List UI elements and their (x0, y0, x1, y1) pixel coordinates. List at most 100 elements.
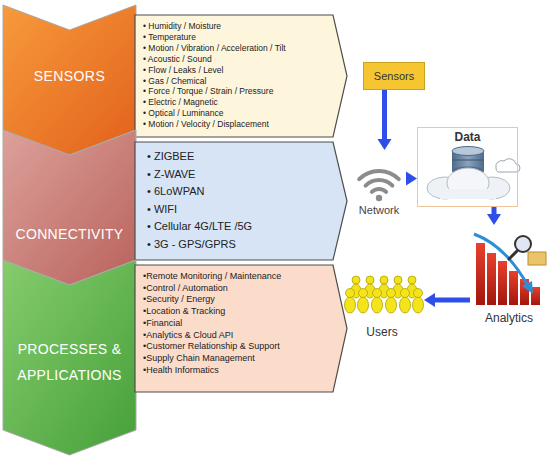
list-item: • Temperature (143, 32, 329, 43)
list-item: •Customer Relationship & Support (143, 341, 329, 353)
person-head (414, 289, 423, 298)
list-item: • Optical / Luminance (143, 108, 329, 119)
person-head (359, 289, 368, 298)
chart-bar (498, 261, 507, 305)
chevron-shape (3, 260, 136, 455)
flow-arrow (378, 90, 392, 150)
person-head (346, 289, 355, 298)
list-item: • 3G - GPS/GPRS (147, 236, 329, 254)
box-label: Data (418, 130, 517, 145)
icon-label: Network (352, 204, 406, 217)
arrow-head (487, 214, 501, 225)
list-item: • Gas / Chemical (143, 76, 329, 87)
icon-label: Analytics (470, 311, 548, 326)
list-item: •Security / Energy (143, 294, 329, 306)
wifi-arc (372, 189, 386, 192)
wifi-dot (376, 195, 382, 201)
person-body (372, 297, 383, 313)
arrow-shaft (406, 176, 407, 181)
list-item: •Analytics & Cloud API (143, 330, 329, 342)
list-item: • Motion / Vibration / Acceleration / Ti… (143, 43, 329, 54)
database-top (452, 147, 484, 156)
list-item: • Electric / Magnetic (143, 97, 329, 108)
list-item: • WIFI (147, 201, 329, 219)
person-head (380, 276, 388, 284)
arrow-head (406, 172, 417, 186)
list-item: • Humidity / Moisture (143, 21, 329, 32)
folder-icon (528, 252, 546, 265)
person-head (352, 276, 360, 284)
chevron-outline (3, 130, 136, 285)
database-ring (452, 160, 484, 161)
list-item: • ZIGBEE (147, 148, 329, 166)
applications-list-box: •Remote Monitoring / Maintenance•Control… (135, 265, 347, 392)
cloud-outline (496, 159, 520, 172)
list-item: •Financial (143, 318, 329, 330)
box-outline (135, 265, 347, 392)
text-block: • Humidity / Moisture• Temperature• Moti… (143, 21, 329, 130)
band-label: SENSORS (3, 67, 136, 85)
list-item: •Health Informatics (143, 365, 329, 377)
chart-bar (509, 271, 518, 305)
person-body (345, 297, 356, 313)
chart-bar (476, 243, 485, 305)
list-item: • Z-WAVE (147, 166, 329, 184)
cloud-base (440, 189, 496, 199)
arrow-head (378, 139, 392, 150)
person-head (401, 289, 410, 298)
text-block: Sensors (364, 69, 424, 83)
wifi-arc (359, 171, 399, 179)
person-body (386, 297, 397, 313)
chevron-outline (3, 5, 136, 155)
data-box: Data (417, 127, 518, 207)
person-body (413, 297, 424, 313)
person-head (366, 276, 374, 284)
arrow-shaft (434, 298, 470, 303)
list-item: •Supply Chain Management (143, 353, 329, 365)
connectivity-list-box: • ZIGBEE• Z-WAVE• 6LoWPAN• WIFI• Cellula… (135, 142, 347, 260)
list-item: •Control / Automation (143, 283, 329, 295)
text-block: CONNECTIVITY (3, 225, 136, 243)
wifi-arc (366, 180, 393, 186)
person-head (394, 276, 402, 284)
text-block: Users (340, 325, 424, 340)
list-item: • Flow / Leaks / Level (143, 65, 329, 76)
chevron-outline (3, 260, 136, 455)
magnifier-lens (515, 236, 531, 252)
list-item: • Acoustic / Sound (143, 54, 329, 65)
trend-arrowhead (522, 281, 533, 294)
person-head (373, 289, 382, 298)
arrow-shaft (382, 90, 387, 140)
network-node: Network (352, 150, 406, 218)
icon-label: Users (340, 325, 424, 340)
list-item: • Motion / Velocity / Displacement (143, 119, 329, 130)
sensors-box: Sensors (363, 62, 425, 90)
list-item: • 6LoWPAN (147, 183, 329, 201)
text-block: •Remote Monitoring / Maintenance•Control… (143, 271, 329, 376)
arrow-shaft (492, 207, 497, 215)
text-block: PROCESSES & APPLICATIONS (3, 336, 136, 388)
flow-arrow (406, 172, 417, 186)
processes-chevron: PROCESSES & APPLICATIONS (3, 260, 136, 455)
flow-arrow (487, 207, 501, 225)
flow-arrow (424, 293, 470, 307)
arrow-head (424, 293, 435, 307)
person-body (358, 297, 369, 313)
box-outline (135, 142, 347, 260)
sensors-chevron: SENSORS (3, 5, 136, 155)
band-label: PROCESSES & APPLICATIONS (3, 336, 136, 388)
band-label: CONNECTIVITY (3, 225, 136, 243)
chart-bar (487, 253, 496, 305)
text-block: • ZIGBEE• Z-WAVE• 6LoWPAN• WIFI• Cellula… (147, 148, 329, 253)
text-block: Data (418, 130, 517, 145)
person-body (400, 297, 411, 313)
box-label: Sensors (364, 69, 424, 83)
analytics-node: Analytics (470, 225, 548, 328)
magnifier-handle (509, 251, 517, 259)
connectivity-chevron: CONNECTIVITY (3, 130, 136, 285)
list-item: • Cellular 4G/LTE /5G (147, 218, 329, 236)
text-block: Network (352, 204, 406, 217)
list-item: •Remote Monitoring / Maintenance (143, 271, 329, 283)
box-outline (135, 15, 347, 137)
